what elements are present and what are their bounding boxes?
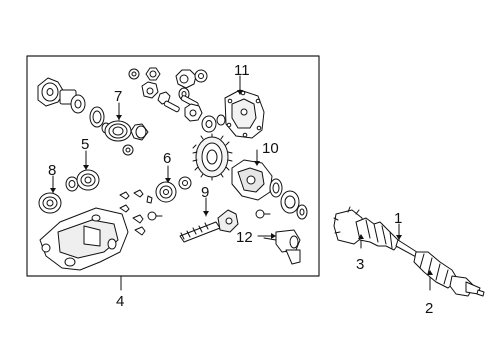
side-gears-top (128, 67, 208, 105)
arrow-heads (50, 90, 433, 275)
companion-flange (37, 77, 86, 114)
callout-2: 2 (425, 300, 433, 317)
rear-cover-11 (224, 89, 265, 139)
bearing-5 (65, 169, 100, 192)
pinion-gear-mid (184, 103, 203, 122)
callout-1: 1 (394, 210, 402, 227)
callout-12: 12 (236, 229, 253, 246)
thrust-washers (201, 114, 226, 133)
callout-3: 3 (356, 256, 364, 273)
side-flange-12 (263, 229, 301, 265)
callout-5: 5 (81, 136, 89, 153)
callout-6: 6 (163, 150, 171, 167)
bearing-7 (104, 120, 149, 142)
drive-pinion-shaft (179, 209, 239, 243)
ring-gear-9 (192, 133, 233, 181)
carrier-housing (39, 207, 129, 271)
callout-4: 4 (116, 293, 124, 310)
assembly-frame (26, 55, 320, 277)
washer-small-hole (125, 147, 131, 153)
callout-7: 7 (114, 88, 122, 105)
callout-10: 10 (262, 140, 279, 157)
bearing-8 (38, 192, 62, 214)
callout-8: 8 (48, 162, 56, 179)
bearing-6 (155, 176, 192, 203)
diff-case-10 (231, 159, 308, 220)
callout-labels: 1 2 3 4 5 6 7 8 9 10 11 12 (48, 62, 433, 317)
bolts-and-clips (119, 189, 271, 236)
callout-11: 11 (234, 62, 250, 79)
callout-9: 9 (201, 184, 209, 201)
drive-axle-assembly (333, 206, 485, 297)
